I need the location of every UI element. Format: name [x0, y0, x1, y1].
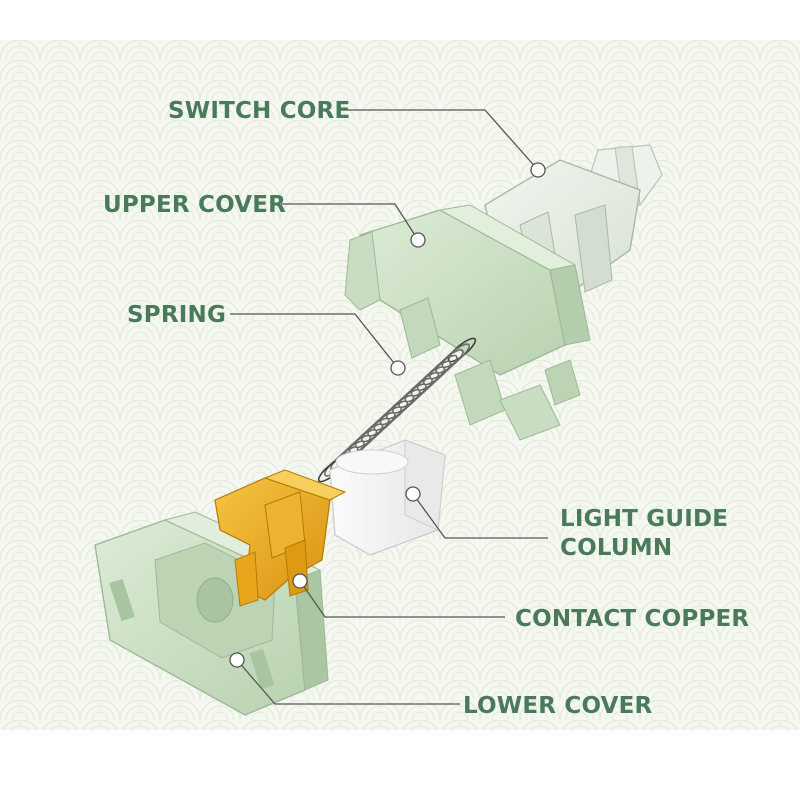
leader-lines [229, 109, 548, 705]
contact-copper-part [214, 469, 347, 607]
marker-switch-core [530, 162, 546, 178]
upper-cover-part [344, 204, 591, 441]
marker-contact-copper [292, 573, 308, 589]
light-guide-part [329, 439, 446, 556]
label-contact-copper: CONTACT COPPER [515, 606, 749, 632]
leader-line-lower-cover [236, 659, 460, 705]
marker-lower-cover [229, 652, 245, 668]
marker-upper-cover [410, 232, 426, 248]
label-switch-core: SWITCH CORE [168, 98, 350, 124]
leader-line-light-guide [412, 493, 548, 539]
marker-spring [390, 360, 406, 376]
marker-light-guide [405, 486, 421, 502]
label-lower-cover: LOWER COVER [463, 693, 653, 719]
label-light-guide-line1: LIGHT GUIDE [560, 506, 728, 532]
leader-line-contact-copper [299, 580, 505, 618]
label-spring: SPRING [127, 302, 226, 328]
label-upper-cover: UPPER COVER [103, 192, 286, 218]
leader-line-spring [230, 313, 399, 369]
label-light-guide-line2: COLUMN [560, 535, 672, 561]
leader-line-switch-core [347, 109, 539, 171]
leader-line-upper-cover [281, 203, 419, 241]
